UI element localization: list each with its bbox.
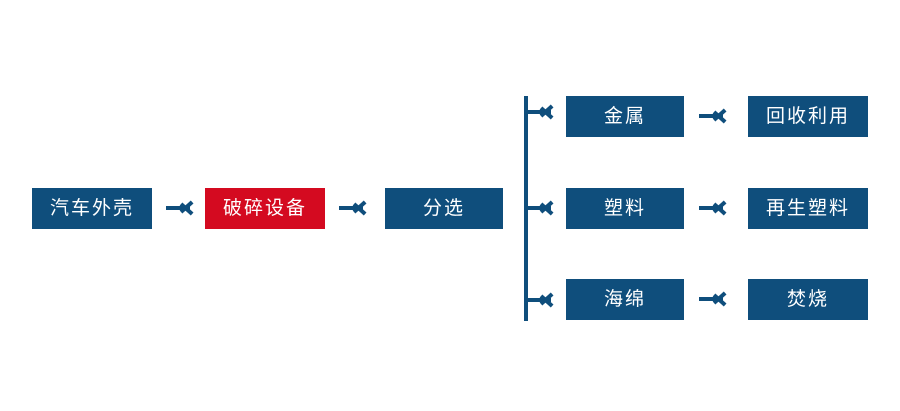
arrow-crusher-to-sorting [339,197,371,219]
arrow-head-icon [714,290,730,308]
arrow-shaft [527,298,551,302]
node-destination-recycle[interactable]: 回收利用 [748,96,868,137]
arrow-bus-to-sponge [527,289,559,311]
distribution-bus-line [524,96,528,321]
node-destination-regenerated-plastic[interactable]: 再生塑料 [748,188,868,229]
arrow-shell-to-crusher [166,197,198,219]
node-shell[interactable]: 汽车外壳 [32,188,152,229]
arrow-plastic-to-regenerated [699,197,731,219]
node-destination-incineration[interactable]: 焚烧 [748,279,868,320]
arrow-shaft [699,297,723,301]
arrow-bus-to-plastic [527,197,559,219]
arrow-head-icon [541,199,557,217]
arrow-shaft [527,206,551,210]
node-sorting[interactable]: 分选 [385,188,503,229]
arrow-shaft [699,114,723,118]
arrow-head-icon [354,199,370,217]
arrow-head-icon [541,291,557,309]
arrow-head-icon [181,199,197,217]
arrow-head-icon [714,199,730,217]
arrow-shaft [166,206,190,210]
node-material-plastic[interactable]: 塑料 [566,188,684,229]
arrow-metal-to-recycle [699,105,731,127]
arrow-shaft [339,206,363,210]
node-material-sponge[interactable]: 海绵 [566,279,684,320]
arrow-head-icon [541,103,557,121]
node-material-metal[interactable]: 金属 [566,96,684,137]
node-crusher[interactable]: 破碎设备 [205,188,325,229]
arrow-sponge-to-incineration [699,288,731,310]
arrow-shaft [699,206,723,210]
arrow-shaft [527,110,551,114]
arrow-bus-to-metal [527,101,559,123]
arrow-head-icon [714,107,730,125]
